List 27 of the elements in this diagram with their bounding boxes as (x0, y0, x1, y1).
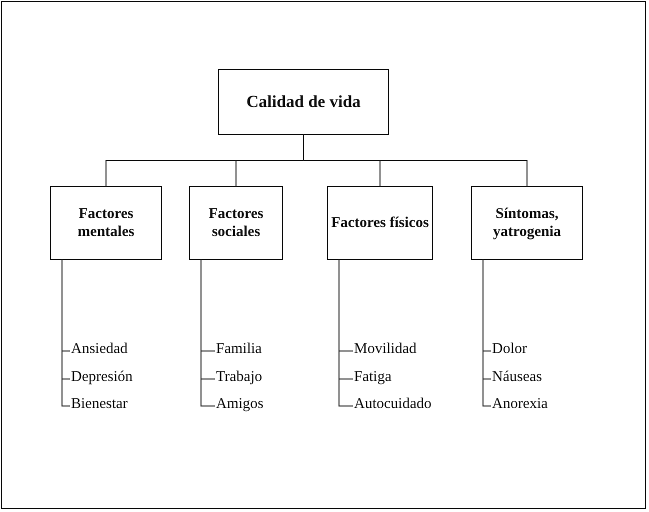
leaf-label: Ansiedad (71, 340, 128, 358)
leaf-label: Anorexia (492, 395, 548, 413)
category-box (327, 186, 433, 260)
leaf-label: Depresión (71, 368, 133, 386)
box-label: Síntomas, yatrogenia (492, 205, 562, 241)
box-label: Factores sociales (208, 205, 264, 241)
category-box (471, 186, 583, 260)
leaf-label: Autocuidado (354, 395, 432, 413)
leaf-label: Movilidad (354, 340, 416, 358)
leaf-label: Fatiga (354, 368, 392, 386)
leaf-label: Familia (216, 340, 262, 358)
leaf-label: Náuseas (492, 368, 542, 386)
leader-line (200, 260, 216, 406)
box-label: Factores físicos (331, 214, 429, 232)
leaf-label: Bienestar (71, 395, 128, 413)
leaf-label: Dolor (492, 340, 527, 358)
box-label: Calidad de vida (246, 92, 361, 112)
tree-connector (303, 134, 528, 186)
box-label: Factores mentales (76, 205, 136, 241)
root-box (218, 69, 389, 135)
leaf-label: Amigos (216, 395, 264, 413)
leader-line (62, 260, 70, 406)
leaf-label: Trabajo (216, 368, 262, 386)
leader-line (482, 260, 492, 406)
leader-line (338, 260, 354, 406)
category-box (189, 186, 283, 260)
category-box (50, 186, 162, 260)
